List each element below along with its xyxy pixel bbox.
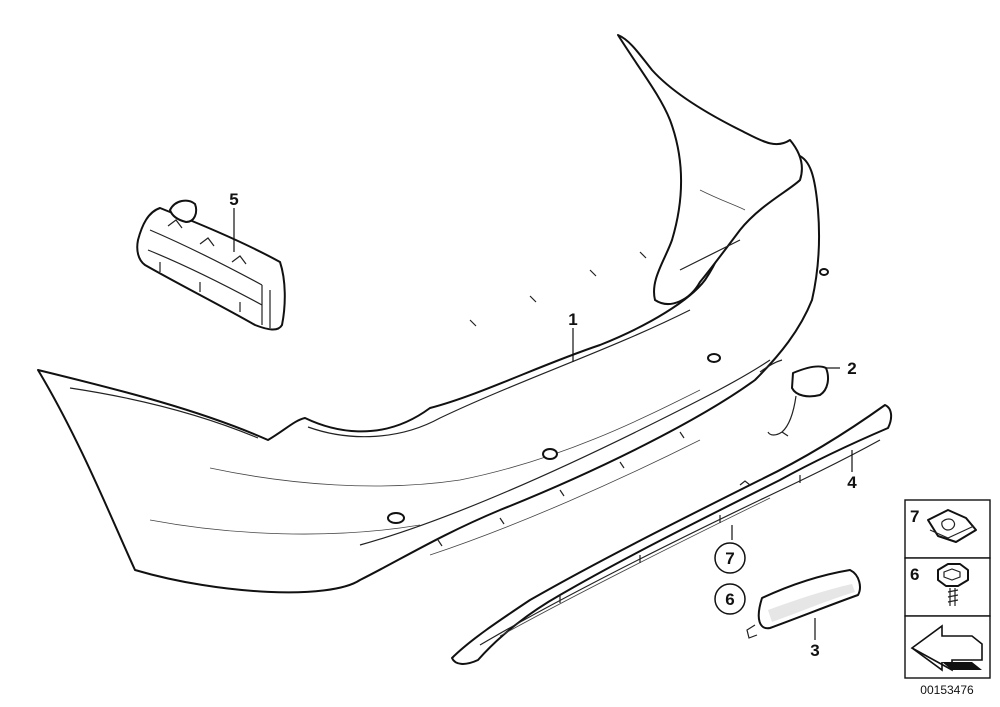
bracket: [136, 199, 286, 331]
circled-ref-6: 6: [714, 583, 746, 615]
reflector: [746, 569, 861, 639]
clip-nut-icon: [927, 509, 977, 543]
circled-ref-7-label: 7: [725, 549, 734, 568]
sensor-hole-4: [819, 268, 829, 276]
callout-2: 2: [847, 359, 856, 378]
cover-cap: [767, 365, 829, 437]
legend-panel: 7 6: [904, 499, 991, 679]
callout-4: 4: [847, 473, 857, 492]
lower-diffuser-panel: [451, 404, 893, 665]
leader-lines: [233, 208, 853, 640]
hex-screw-icon: [937, 563, 969, 606]
legend-label-6: 6: [910, 565, 919, 584]
circled-ref-7: 7: [714, 542, 746, 574]
sensor-hole-2: [542, 448, 558, 460]
callout-3: 3: [810, 641, 819, 660]
direction-arrow-icon: [910, 624, 983, 672]
rear-bumper-trim: [37, 34, 829, 594]
legend-label-7: 7: [910, 507, 919, 526]
sensor-hole-3: [707, 353, 721, 363]
callout-1: 1: [568, 310, 577, 329]
reference-number: 00153476: [920, 683, 974, 697]
callout-5: 5: [229, 190, 238, 209]
circled-ref-6-label: 6: [725, 590, 734, 609]
sensor-hole-1: [387, 512, 405, 524]
